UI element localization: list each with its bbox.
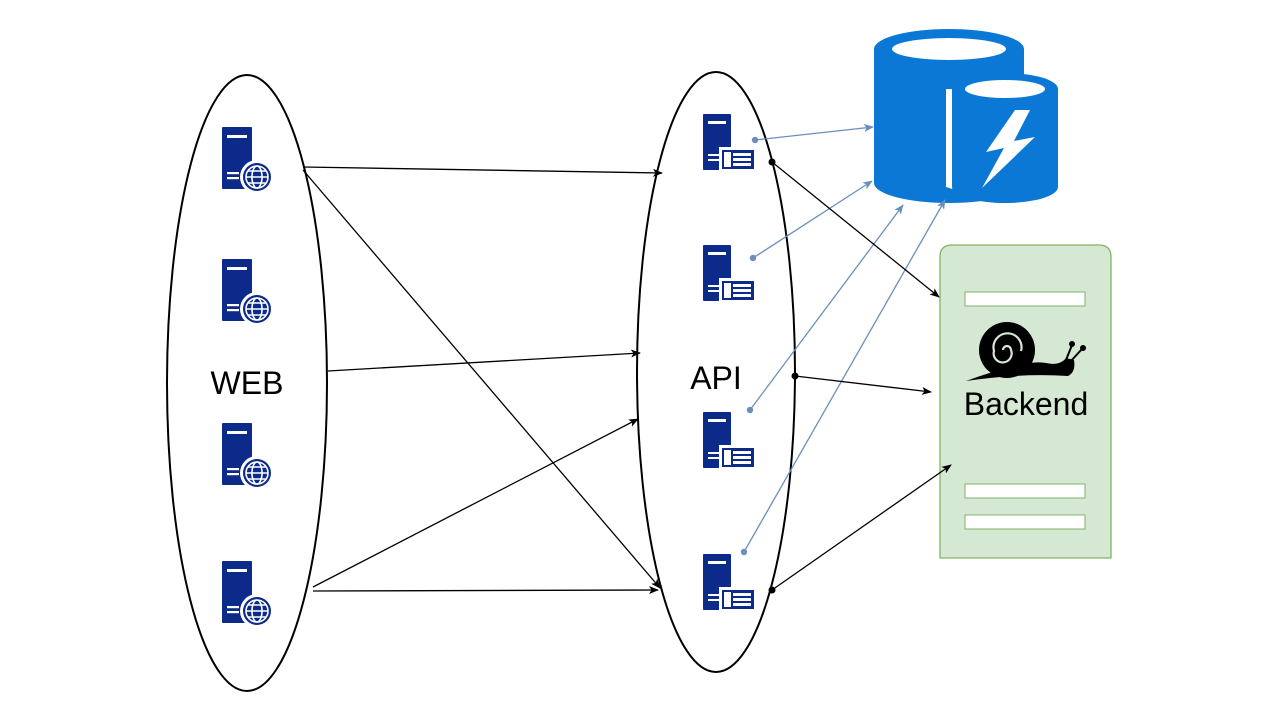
connector-arrow: [302, 166, 663, 177]
web-server-icon[interactable]: [221, 258, 275, 327]
web-to-api-connectors: [302, 166, 663, 595]
snail-icon: [966, 322, 1086, 381]
web-server-icon[interactable]: [221, 126, 275, 195]
backend-slot: [964, 483, 1086, 499]
application-server-icon[interactable]: [703, 412, 757, 470]
application-server-icon[interactable]: [703, 114, 757, 172]
connector-arrow: [312, 586, 659, 595]
connector-arrow: [312, 418, 639, 588]
backend-label: Backend: [964, 386, 1089, 422]
connector-arrow: [749, 204, 904, 411]
application-server-icon[interactable]: [703, 554, 757, 612]
connector-arrow: [327, 349, 641, 372]
api-to-cache-connectors: [743, 124, 946, 553]
api-to-backend-connectors: [771, 161, 952, 591]
connector-arrow: [752, 180, 873, 259]
api-label: API: [690, 360, 742, 396]
cache-lightning-icon[interactable]: [946, 73, 1058, 203]
web-server-icon[interactable]: [221, 422, 275, 491]
web-label: WEB: [211, 365, 284, 401]
backend-box[interactable]: [939, 244, 1112, 559]
connector-arrow: [771, 464, 952, 591]
connector-arrow: [771, 161, 940, 298]
backend-slot: [964, 291, 1086, 307]
web-group-ellipse: [166, 74, 328, 692]
application-server-icon[interactable]: [703, 245, 757, 303]
connector-arrow: [302, 169, 661, 589]
web-server-icon[interactable]: [221, 560, 275, 629]
connector-endpoints: [768, 158, 799, 594]
connector-arrow: [754, 124, 874, 141]
api-group-ellipse: [636, 71, 796, 673]
connector-arrow: [743, 199, 946, 553]
connector-endpoints: [740, 136, 759, 556]
connector-arrow: [794, 375, 932, 395]
backend-slot: [964, 514, 1086, 530]
